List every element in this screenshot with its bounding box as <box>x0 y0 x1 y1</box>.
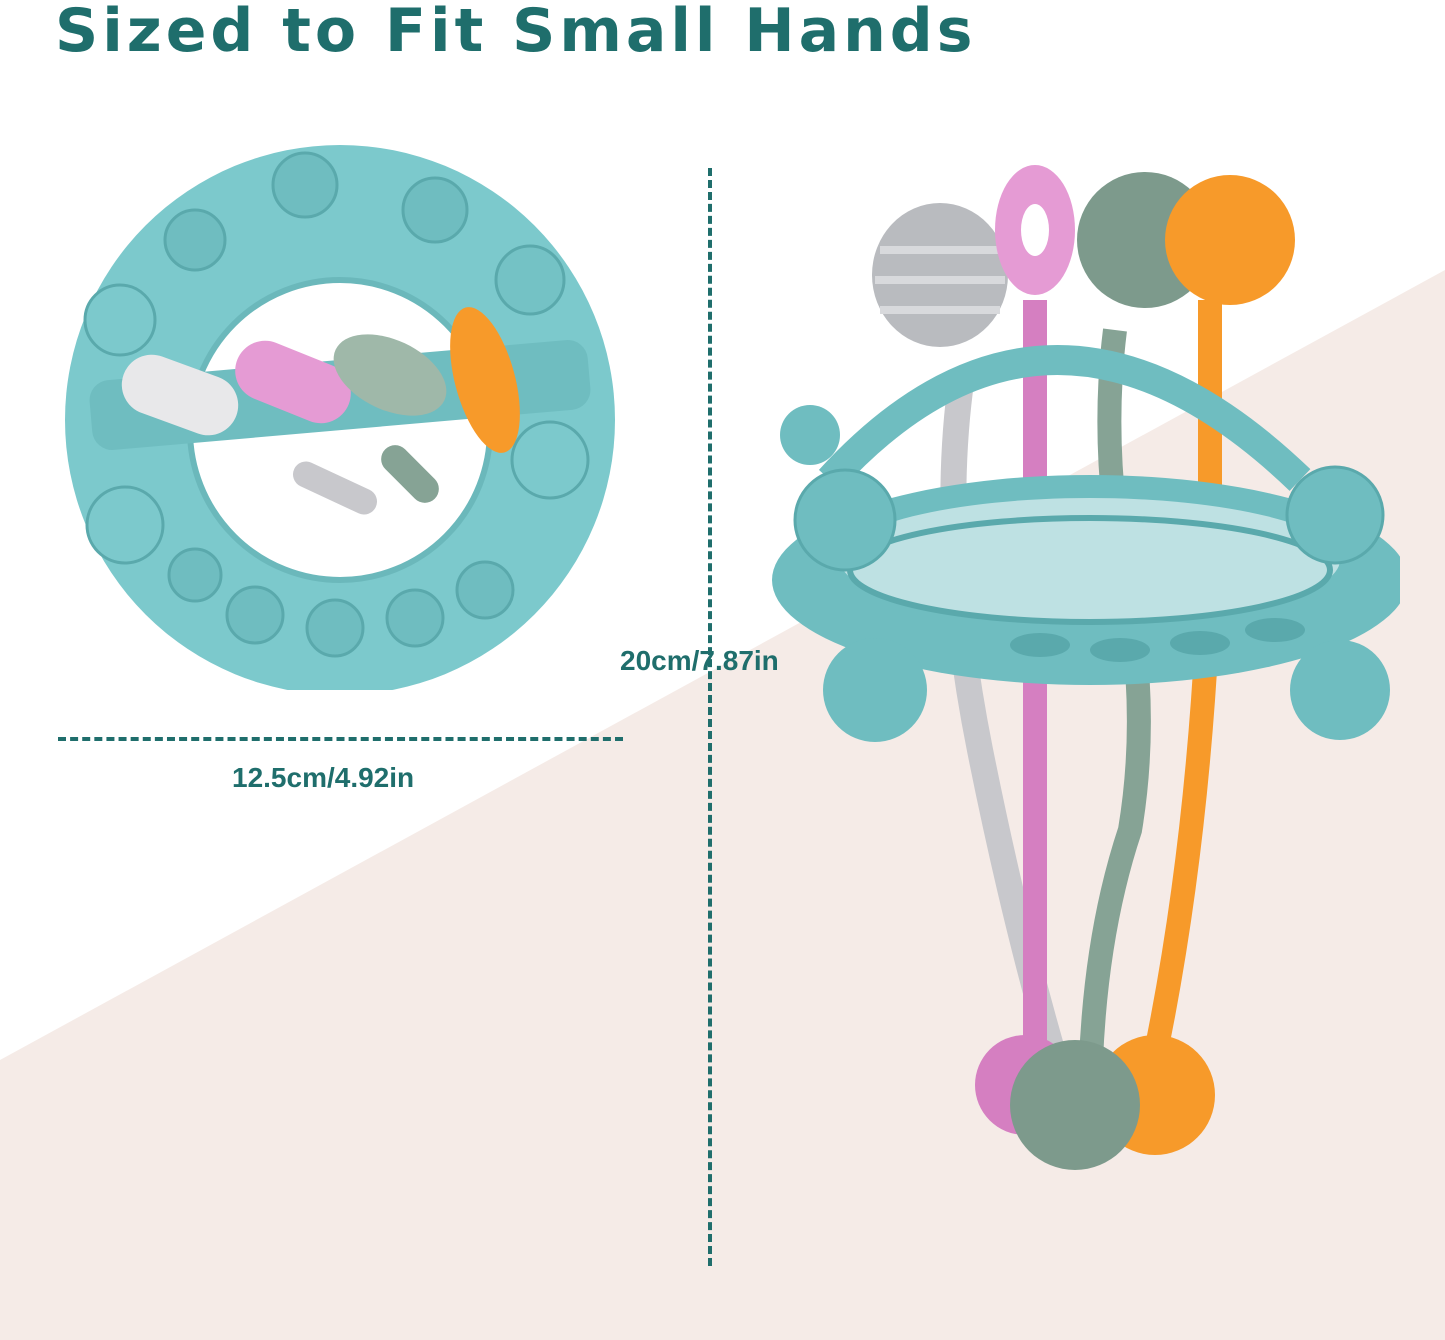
height-dimension-label: 20cm/7.87in <box>620 645 779 676</box>
height-dimension-line <box>708 168 712 1266</box>
toy-top-view-image <box>65 145 615 690</box>
page-title: Sized to Fit Small Hands <box>55 0 977 66</box>
width-dimension-label: 12.5cm/4.92in <box>232 762 415 793</box>
toy-side-view-image <box>772 165 1400 1170</box>
width-dimension-line <box>58 737 623 741</box>
